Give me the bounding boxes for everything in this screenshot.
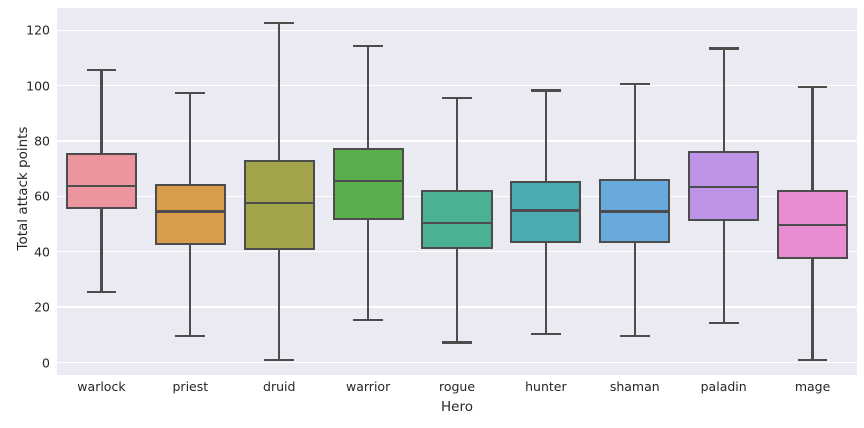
x-tick-label-hunter: hunter	[525, 379, 567, 394]
x-tick-label-paladin: paladin	[700, 379, 747, 394]
x-tick-label-shaman: shaman	[609, 379, 660, 394]
x-tick-label-mage: mage	[794, 379, 831, 394]
whisker-cap-lower	[708, 321, 739, 324]
whisker-lower	[367, 219, 370, 321]
x-tick-label-priest: priest	[172, 379, 209, 394]
whisker-lower	[189, 244, 192, 336]
y-tick-label: 60	[34, 188, 50, 204]
box-iqr	[154, 183, 226, 245]
whisker-cap-upper	[353, 44, 384, 48]
whisker-upper	[811, 86, 814, 191]
whisker-cap-lower	[797, 358, 828, 361]
plot-area	[57, 8, 857, 375]
whisker-cap-lower	[175, 334, 206, 338]
y-axis-tick-area: 0 20 40 60 80 100 120	[0, 0, 50, 428]
whisker-cap-lower	[619, 334, 650, 337]
y-tick-label: 0	[42, 355, 50, 371]
whisker-cap-upper	[264, 22, 295, 25]
whisker-cap-upper	[442, 96, 472, 99]
whisker-cap-lower	[442, 341, 472, 344]
whisker-upper	[633, 84, 636, 179]
x-axis-label: Hero	[441, 399, 473, 415]
median-line	[599, 210, 671, 213]
whisker-upper	[722, 48, 725, 152]
box-plot-priest	[154, 8, 226, 375]
x-tick-label-rogue: rogue	[438, 379, 476, 394]
whisker-lower	[633, 242, 636, 336]
gridline-y	[57, 29, 857, 31]
median-line	[688, 185, 760, 188]
box-plot-shaman	[599, 8, 671, 375]
box-plot-rogue	[421, 8, 493, 375]
whisker-cap-lower	[353, 319, 384, 322]
box-iqr	[243, 159, 315, 250]
whisker-lower	[544, 242, 547, 335]
whisker-cap-upper	[530, 89, 561, 92]
x-tick-label-warlock: warlock	[77, 379, 126, 394]
whisker-cap-lower	[530, 333, 561, 336]
box-iqr	[510, 181, 582, 243]
box-iqr	[421, 189, 493, 250]
whisker-upper	[278, 23, 281, 160]
whisker-lower	[722, 220, 725, 323]
box-iqr	[332, 147, 404, 220]
whisker-upper	[189, 93, 192, 184]
x-tick-label-warrior: warrior	[346, 379, 391, 394]
median-line	[243, 202, 315, 205]
y-tick-label: 120	[26, 22, 50, 38]
box-plot-druid	[243, 8, 315, 375]
whisker-cap-upper	[175, 91, 206, 95]
gridline-y	[57, 361, 857, 364]
box-plot-warlock	[65, 8, 137, 375]
whisker-cap-lower	[86, 290, 117, 293]
whisker-upper	[455, 97, 459, 190]
whisker-upper	[367, 45, 370, 148]
y-tick-label: 40	[34, 244, 50, 260]
whisker-cap-lower	[264, 359, 295, 362]
whisker-cap-upper	[797, 85, 828, 89]
box-plot-hunter	[510, 8, 582, 375]
median-line	[65, 184, 137, 187]
median-line	[154, 210, 226, 213]
box-iqr	[65, 153, 137, 210]
whisker-lower	[100, 209, 103, 292]
median-line	[510, 209, 582, 212]
y-tick-label: 80	[34, 133, 50, 149]
whisker-cap-upper	[86, 69, 117, 72]
whisker-cap-upper	[619, 83, 650, 86]
whisker-lower	[811, 259, 814, 360]
box-plot-warrior	[332, 8, 404, 375]
median-line	[777, 224, 849, 227]
gridline-y	[57, 84, 857, 87]
y-axis-label: Total attack points	[15, 126, 31, 251]
whisker-upper	[100, 70, 103, 154]
x-axis-tick-area: warlock priest druid warrior rogue hunter sham…	[57, 375, 857, 399]
whisker-lower	[278, 249, 281, 361]
box-plot-mage	[777, 8, 849, 375]
box-plot-paladin	[688, 8, 760, 375]
y-tick-label: 20	[34, 299, 50, 315]
whisker-upper	[544, 90, 547, 182]
median-line	[332, 180, 404, 183]
whisker-lower	[455, 249, 459, 343]
median-line	[421, 222, 493, 225]
x-tick-label-druid: druid	[263, 379, 296, 394]
whisker-cap-upper	[708, 47, 739, 50]
y-tick-label: 100	[26, 78, 50, 94]
